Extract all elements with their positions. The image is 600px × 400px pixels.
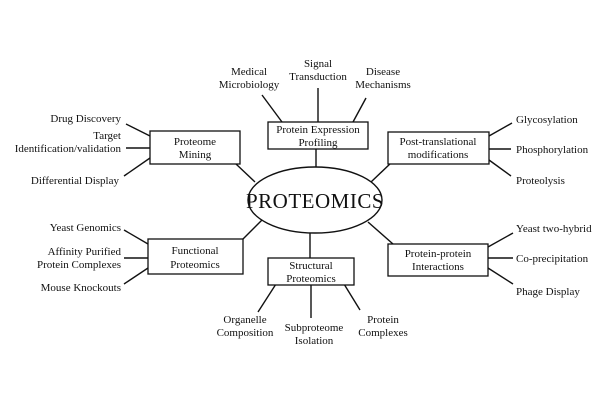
leaf-label: Subproteome [285,322,344,334]
branch-box [387,131,490,165]
branch-box [387,243,489,277]
branch-protein-protein-interactions: Protein-protein Interactions [387,243,489,277]
branch-label-line-2: modifications [408,149,469,161]
leaf-label: Phosphorylation [516,144,589,156]
leaf-label: Glycosylation [516,114,578,126]
branch-label-line-1: Protein-protein [405,248,472,260]
branch-box [147,238,244,275]
leaf-label: Disease [366,66,400,78]
branch-proteome-mining: Proteome Mining [149,130,241,165]
leaf-label: Isolation [295,335,334,347]
connector-center-protein-interactions [367,221,394,245]
branch-box [149,130,241,165]
branch-label-line-1: Proteome [174,136,216,148]
leaf-label: Complexes [358,327,408,339]
leaf-label: Protein Complexes [37,259,121,271]
leaves-functional-proteomics: Yeast Genomics Affinity Purified Protein… [37,222,122,294]
leaf-label: Differential Display [31,175,120,187]
leaf-label: Composition [217,327,274,339]
leaf-label: Mouse Knockouts [41,282,121,294]
center-label: PROTEOMICS [246,189,384,213]
leaf-connectors [123,88,514,318]
branch-label-line-1: Structural [289,260,332,272]
leaf-label: Microbiology [219,79,280,91]
connector-center-post-translational [370,161,393,183]
branch-post-translational-modifications: Post-translational modifications [387,131,490,165]
center-ellipse [247,166,383,234]
branch-label-line-1: Post-translational [400,136,477,148]
leaves-structural-proteomics: Organelle Composition Subproteome Isolat… [217,314,408,347]
center-connectors [235,149,394,258]
leaf-label: Yeast two-hybrid [516,223,592,235]
leaf-label: Target [93,130,121,142]
branch-label-line-2: Proteomics [170,259,220,271]
branch-label-line-1: Functional [171,245,218,257]
leaf-label: Drug Discovery [50,113,121,125]
branch-functional-proteomics: Functional Proteomics [147,238,244,275]
leaf-label: Co-precipitation [516,253,589,265]
connector-center-proteome-mining [235,163,256,183]
branch-box [267,257,355,286]
branch-structural-proteomics: Structural Proteomics [267,257,355,286]
branch-label-line-2: Mining [179,149,212,161]
leaf-label: Mechanisms [355,79,411,91]
leaf-label: Medical [231,66,267,78]
leaf-label: Proteolysis [516,175,565,187]
connector-center-functional-proteomics [242,219,263,240]
branch-label-line-1: Protein Expression [276,124,360,136]
center-node: PROTEOMICS [246,166,384,234]
leaf-label: Signal [304,58,332,70]
branch-box [267,121,369,150]
branch-protein-expression-profiling: Protein Expression Profiling [267,121,369,150]
leaf-label: Phage Display [516,286,580,298]
branch-label-line-2: Proteomics [286,273,336,285]
leaf-label: Organelle [223,314,266,326]
leaf-label: Affinity Purified [48,246,122,258]
leaf-label: Identification/validation [15,143,122,155]
leaves-post-translational-modifications: Glycosylation Phosphorylation Proteolysi… [516,114,589,187]
leaf-label: Protein [367,314,399,326]
leaf-label: Yeast Genomics [50,222,121,234]
leaves-protein-expression-profiling: Medical Microbiology Signal Transduction… [219,58,411,91]
leaves-protein-protein-interactions: Yeast two-hybrid Co-precipitation Phage … [516,223,592,298]
leaves-proteome-mining: Drug Discovery Target Identification/val… [15,113,122,187]
branch-label-line-2: Interactions [412,261,464,273]
leaf-label: Transduction [289,71,347,83]
branch-label-line-2: Profiling [298,137,338,149]
